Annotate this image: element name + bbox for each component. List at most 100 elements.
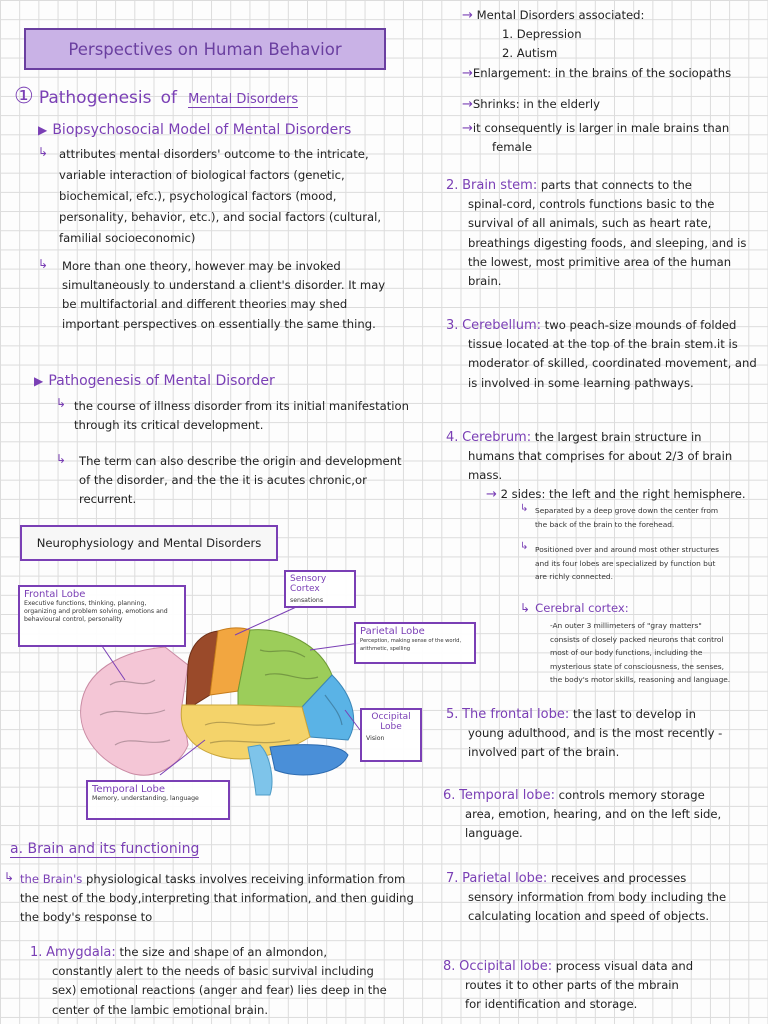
hook-arrow-icon: ↳ xyxy=(56,452,67,466)
frontal-lobe-item: 5. The frontal lobe: the last to develop… xyxy=(446,705,762,763)
shrinks-block: →Shrinks: in the elderly xyxy=(462,95,600,114)
amygdala-number: 1. xyxy=(30,945,43,960)
assoc-item: 1. Depression xyxy=(502,27,582,42)
page-title: Perspectives on Human Behavior xyxy=(68,39,342,59)
amygdala-line: the size and shape of an almondon, xyxy=(119,945,328,959)
cerebellum-shape xyxy=(269,744,349,776)
right-arrow-icon: → xyxy=(462,65,473,81)
separated-line: the back of the brain to the forehead. xyxy=(535,519,675,529)
larger-block: →it consequently is larger in male brain… xyxy=(462,119,762,157)
play-arrow-icon: ▶ xyxy=(34,374,44,388)
hook-arrow-icon: ↳ xyxy=(520,601,531,615)
occipital-lobe-label: Occipital Lobe Vision xyxy=(360,708,422,762)
theory-line: simultaneously to understand a client's … xyxy=(62,278,386,293)
brain-stem-line: survival of all animals, such as heart r… xyxy=(468,216,712,231)
parietal-line: sensory information from body including … xyxy=(468,890,727,905)
section1-word2: of xyxy=(160,88,177,108)
patho-heading: ▶ Pathogenesis of Mental Disorder xyxy=(34,370,275,389)
brain-stem-number: 2. xyxy=(446,178,459,193)
hook-arrow-icon: ↳ xyxy=(38,257,49,271)
temporal-lobe-shape xyxy=(180,704,311,760)
parietal-desc-line: Perception, making sense of the world, xyxy=(360,638,462,644)
title-box: Perspectives on Human Behavior xyxy=(24,28,386,70)
cerebellum-heading: Cerebellum: xyxy=(462,318,541,333)
occipital-lobe-title: Occipital Lobe xyxy=(371,712,411,732)
hook-arrow-icon: ↳ xyxy=(4,870,15,884)
theory-line: important perspectives on essentially th… xyxy=(62,316,376,331)
occipital-line: for identification and storage. xyxy=(465,997,638,1012)
biopsych-line: familial socioeconomic) xyxy=(59,231,196,245)
cerebellum-item: 3. Cerebellum: two peach-size mounds of … xyxy=(446,316,762,393)
frontal-heading: The frontal lobe: xyxy=(462,707,570,722)
frontal-line: involved part of the brain. xyxy=(468,745,620,760)
frontal-desc-line: behavioural control, personality xyxy=(24,616,123,623)
brain-illustration xyxy=(80,602,361,796)
biopsych-text: attributes mental disorders' outcome to … xyxy=(59,144,399,249)
amygdala-item: 1. Amygdala: the size and shape of an al… xyxy=(30,943,410,1020)
larger-line: female xyxy=(492,140,532,155)
enlarge-text: Enlargement: in the brains of the sociop… xyxy=(472,65,732,80)
section1-word3: Mental Disorders xyxy=(188,92,299,108)
cerebellum-line: two peach-size mounds of folded xyxy=(544,318,737,332)
occipital-heading: Occipital lobe: xyxy=(459,959,553,974)
theory-line: More than one theory, however may be inv… xyxy=(62,259,341,273)
assoc-item: 2. Autism xyxy=(502,46,558,61)
sides-line: → 2 sides: the left and the right hemisp… xyxy=(486,485,746,504)
play-arrow-icon: ▶ xyxy=(38,123,48,137)
section1-word1: Pathogenesis xyxy=(38,88,152,108)
patho-title: Pathogenesis of Mental Disorder xyxy=(48,373,275,389)
sides-text: 2 sides: the left and the right hemisphe… xyxy=(500,487,746,501)
parietal-lobe-title: Parietal Lobe xyxy=(360,626,425,637)
occipital-line: routes it to other parts of the mbrain xyxy=(465,978,679,993)
temporal-line: language. xyxy=(465,826,523,841)
right-arrow-icon: → xyxy=(486,487,497,502)
term-text: The term can also describe the origin an… xyxy=(79,452,409,510)
patho-line: the course of illness disorder from its … xyxy=(74,399,409,413)
sensory-cortex-title: Sensory Cortex xyxy=(290,574,327,594)
assoc-title: Mental Disorders associated: xyxy=(476,8,645,22)
brain-line: physiological tasks involves receiving i… xyxy=(86,872,406,886)
cerebrum-item: 4. Cerebrum: the largest brain structure… xyxy=(446,428,762,486)
frontal-lobe-shape xyxy=(80,646,189,776)
cerebellum-number: 3. xyxy=(446,318,459,333)
frontal-desc-line: organizing and problem solving, emotions… xyxy=(24,608,168,615)
temporal-lobe-title: Temporal Lobe xyxy=(92,784,165,795)
occipital-desc-line: Vision xyxy=(366,735,385,742)
parietal-lobe-desc: Perception, making sense of the world, a… xyxy=(360,637,470,653)
assoc-block: → Mental Disorders associated: 1. Depres… xyxy=(462,6,762,83)
temporal-desc-line: Memory, understanding, language xyxy=(92,795,199,802)
amygdala-line: center of the lambic emotional brain. xyxy=(52,1002,269,1017)
cortex-line: the body's motor skills, reasoning and l… xyxy=(550,675,731,684)
gyri-lines xyxy=(99,649,343,746)
brain-stem-line: spinal-cord, controls functions basic to… xyxy=(468,197,715,212)
cerebellum-line: moderator of skilled, coordinated moveme… xyxy=(468,356,757,371)
neuro-box: Neurophysiology and Mental Disorders xyxy=(20,525,278,561)
sensory-cortex-label: Sensory Cortex sensations xyxy=(284,570,356,608)
parietal-lobe-label: Parietal Lobe Perception, making sense o… xyxy=(354,622,476,664)
positioned-text: Positioned over and around most other st… xyxy=(535,543,765,584)
brainstem-shape xyxy=(247,744,273,796)
cortex-line: consists of closely packed neurons that … xyxy=(550,634,724,644)
amygdala-heading: Amygdala: xyxy=(46,945,116,960)
cortex-line: mysterious state of consciousness, the s… xyxy=(550,661,724,671)
cerebellum-line: is involved in some learning pathways. xyxy=(468,375,694,390)
temporal-line: area, emotion, hearing, and on the left … xyxy=(465,807,722,822)
hook-arrow-icon: ↳ xyxy=(38,145,49,159)
right-arrow-icon: → xyxy=(462,8,473,23)
brain-stem-heading: Brain stem: xyxy=(462,178,538,193)
right-arrow-icon: → xyxy=(462,121,473,136)
term-line: of the disorder, and the the it is acute… xyxy=(79,473,367,488)
brain-stem-line: breathings digesting foods, and sleeping… xyxy=(468,235,747,250)
frontal-lobe-title: Frontal Lobe xyxy=(24,589,86,600)
brain-functioning-heading: a. Brain and its functioning xyxy=(10,838,200,858)
amygdala-line: constantly alert to the needs of basic s… xyxy=(52,964,374,979)
frontal-desc-line: Executive functions, thinking, planning, xyxy=(24,600,147,607)
separated-text: Separated by a deep grove down the cente… xyxy=(535,504,765,531)
frontal-lobe-label: Frontal Lobe Executive functions, thinki… xyxy=(18,585,186,647)
section1-number: ① xyxy=(14,84,34,109)
sensory-desc-line: sensations xyxy=(290,597,324,604)
biopsych-title: Biopsychosocial Model of Mental Disorder… xyxy=(52,122,352,138)
parietal-number: 7. xyxy=(446,871,459,886)
positioned-line: and its four lobes are specialized by fu… xyxy=(535,558,716,568)
positioned-line: Positioned over and around most other st… xyxy=(535,545,720,554)
